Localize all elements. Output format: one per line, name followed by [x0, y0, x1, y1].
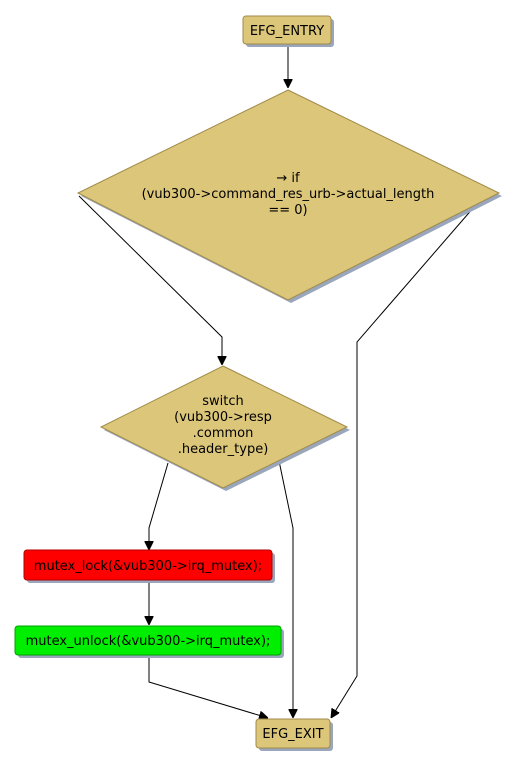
mutex-unlock-label: mutex_unlock(&vub300->irq_mutex);	[26, 634, 271, 649]
switch-decision-node: switch (vub300->resp .common .header_typ…	[99, 365, 350, 491]
if-label-line-2: (vub300->command_res_urb->actual_length	[142, 187, 435, 202]
edge-unlock-to-exit	[148, 657, 268, 718]
edge-switch-to-exit	[277, 455, 293, 718]
entry-label: EFG_ENTRY	[250, 24, 324, 39]
mutex-lock-label: mutex_lock(&vub300->irq_mutex);	[34, 559, 262, 574]
switch-label-line-3: .common	[193, 426, 254, 441]
exit-label: EFG_EXIT	[262, 727, 323, 742]
edge-if-to-switch	[78, 195, 222, 365]
edge-if-to-exit	[331, 206, 475, 718]
if-decision-node: → if (vub300->command_res_urb->actual_le…	[76, 89, 502, 303]
switch-label-line-2: (vub300->resp	[174, 410, 272, 425]
edge-switch-to-lock	[149, 462, 169, 550]
edges	[78, 45, 475, 718]
if-label-line-3: == 0)	[268, 203, 307, 218]
entry-node: EFG_ENTRY	[242, 15, 334, 47]
mutex-lock-node: mutex_lock(&vub300->irq_mutex);	[23, 549, 275, 583]
switch-label-line-4: .header_type)	[178, 442, 269, 457]
switch-label-line-1: switch	[202, 394, 244, 409]
if-label-line-1: → if	[276, 171, 300, 186]
mutex-unlock-node: mutex_unlock(&vub300->irq_mutex);	[14, 625, 284, 658]
exit-node: EFG_EXIT	[255, 718, 333, 751]
